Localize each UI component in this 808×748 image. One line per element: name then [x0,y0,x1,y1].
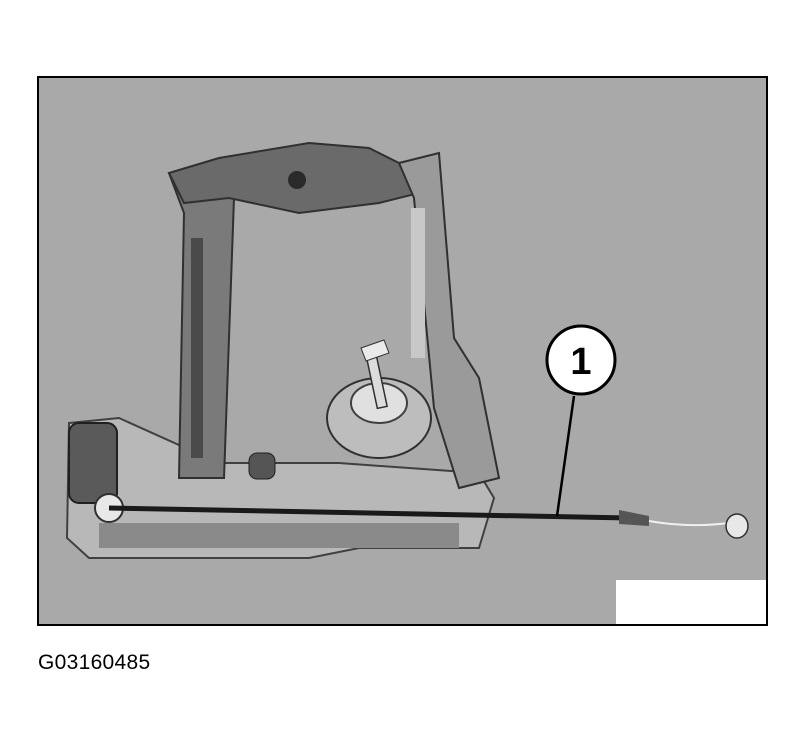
base-plate-shadow [99,523,459,548]
callout-number: 1 [570,341,591,383]
shaft-tip [360,339,390,362]
figure-code: G03160485 [38,651,151,674]
photo-frame: 1 [37,76,768,626]
mechanism-illustration: 1 [65,141,749,559]
cable-line [108,505,630,521]
cable-ferrule [619,510,649,526]
callout-leader [555,395,576,517]
post [248,452,276,480]
hinge-cylinder [68,422,118,504]
mounting-hole [288,171,306,189]
right-arm-guide [411,208,425,358]
cable-nipple [725,513,749,539]
left-arm-slot [191,238,203,458]
cable-wire-end [648,520,730,527]
white-patch [616,580,766,624]
callout-circle [545,324,617,396]
